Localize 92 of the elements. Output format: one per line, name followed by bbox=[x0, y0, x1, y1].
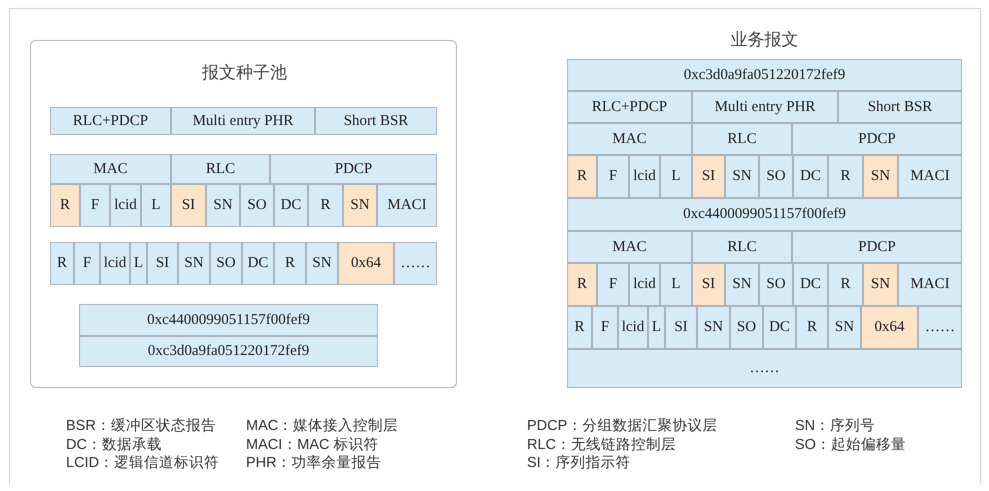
packet-field: F bbox=[74, 242, 100, 285]
abbreviation-note: MAC：媒体接入控制层 bbox=[246, 417, 398, 435]
packet-field: SO bbox=[240, 184, 274, 227]
packet-field: lcid bbox=[618, 306, 648, 349]
packet-field: Multi entry PHR bbox=[171, 107, 315, 135]
packet-field: DC bbox=[793, 155, 828, 198]
packet-field: Short BSR bbox=[315, 107, 437, 135]
packet-field: DC bbox=[274, 184, 308, 227]
packet-field: SN bbox=[178, 242, 210, 285]
packet-field: MACI bbox=[898, 155, 962, 198]
abbreviation-note: PHR：功率余量报告 bbox=[246, 454, 382, 472]
packet-field: F bbox=[592, 306, 618, 349]
packet-field: …… bbox=[567, 349, 962, 388]
packet-field: RLC+PDCP bbox=[567, 91, 692, 123]
packet-field: lcid bbox=[110, 184, 141, 227]
seed-pool-panel bbox=[30, 40, 457, 388]
packet-field: 0xc3d0a9fa051220172fef9 bbox=[79, 336, 378, 367]
abbreviation-note: SO：起始偏移量 bbox=[795, 436, 906, 454]
packet-field: SO bbox=[759, 155, 793, 198]
packet-field: R bbox=[50, 184, 80, 227]
packet-field: R bbox=[50, 242, 74, 285]
packet-field: SN bbox=[863, 155, 898, 198]
packet-field: F bbox=[597, 155, 629, 198]
packet-field: MACI bbox=[377, 184, 437, 227]
packet-field: MAC bbox=[50, 154, 171, 184]
packet-field: 0x64 bbox=[861, 306, 918, 349]
packet-field: L bbox=[660, 155, 692, 198]
packet-field: SN bbox=[343, 184, 377, 227]
packet-field: Multi entry PHR bbox=[692, 91, 838, 123]
packet-field: 0xc4400099051157f00fef9 bbox=[567, 198, 962, 231]
abbreviation-note: BSR：缓冲区状态报告 bbox=[66, 417, 216, 435]
packet-field: 0xc4400099051157f00fef9 bbox=[79, 304, 378, 336]
packet-field: R bbox=[567, 263, 597, 306]
abbreviation-note: LCID：逻辑信道标识符 bbox=[66, 454, 220, 472]
abbreviation-note: SN：序列号 bbox=[795, 417, 876, 435]
packet-field: R bbox=[828, 263, 863, 306]
packet-field: SN bbox=[725, 263, 759, 306]
packet-field: RLC bbox=[692, 123, 792, 155]
packet-field: SN bbox=[828, 306, 861, 349]
packet-field: MAC bbox=[567, 231, 692, 263]
packet-field: SI bbox=[692, 155, 725, 198]
packet-field: SO bbox=[730, 306, 763, 349]
packet-field: SO bbox=[210, 242, 242, 285]
packet-field: SI bbox=[147, 242, 178, 285]
packet-field: SN bbox=[306, 242, 338, 285]
packet-field: SO bbox=[759, 263, 793, 306]
packet-field: SN bbox=[697, 306, 730, 349]
packet-field: SN bbox=[725, 155, 759, 198]
packet-field: SI bbox=[665, 306, 697, 349]
packet-field: DC bbox=[793, 263, 828, 306]
packet-field: RLC bbox=[171, 154, 270, 184]
packet-field: SI bbox=[171, 184, 206, 227]
packet-field: RLC+PDCP bbox=[50, 107, 171, 135]
packet-field: lcid bbox=[629, 155, 660, 198]
message-table bbox=[567, 28, 962, 388]
packet-field: L bbox=[648, 306, 665, 349]
packet-field: R bbox=[308, 184, 343, 227]
packet-field: DC bbox=[242, 242, 274, 285]
packet-field: PDCP bbox=[270, 154, 437, 184]
panel-heading: 报文种子池 bbox=[201, 62, 288, 84]
abbreviation-note: MACI：MAC 标识符 bbox=[246, 436, 378, 454]
packet-field: MAC bbox=[567, 123, 692, 155]
packet-field: 0xc3d0a9fa051220172fef9 bbox=[567, 59, 962, 91]
packet-field: L bbox=[141, 184, 171, 227]
packet-field: SN bbox=[863, 263, 898, 306]
packet-field: …… bbox=[394, 242, 437, 285]
packet-field: SN bbox=[206, 184, 240, 227]
packet-field: L bbox=[660, 263, 692, 306]
packet-field: L bbox=[130, 242, 147, 285]
packet-field: …… bbox=[918, 306, 962, 349]
packet-field: F bbox=[597, 263, 629, 306]
panel-heading: 业务报文 bbox=[730, 29, 800, 51]
packet-field: PDCP bbox=[792, 123, 962, 155]
packet-field: lcid bbox=[100, 242, 130, 285]
packet-field: R bbox=[567, 306, 592, 349]
packet-field: MACI bbox=[898, 263, 962, 306]
packet-field: Short BSR bbox=[838, 91, 962, 123]
packet-field: DC bbox=[763, 306, 796, 349]
packet-field: R bbox=[274, 242, 306, 285]
packet-field: 0x64 bbox=[338, 242, 394, 285]
packet-field: R bbox=[567, 155, 597, 198]
packet-field: lcid bbox=[629, 263, 660, 306]
packet-field: RLC bbox=[692, 231, 792, 263]
abbreviation-note: PDCP：分组数据汇聚协议层 bbox=[527, 416, 718, 435]
packet-field: SI bbox=[692, 263, 725, 306]
packet-field: F bbox=[80, 184, 110, 227]
abbreviation-note: DC：数据承载 bbox=[66, 436, 162, 454]
packet-field: PDCP bbox=[792, 231, 962, 263]
abbreviation-note: RLC：无线链路控制层 bbox=[527, 436, 676, 454]
abbreviation-note: SI：序列指示符 bbox=[527, 454, 631, 472]
packet-field: R bbox=[796, 306, 828, 349]
packet-field: R bbox=[828, 155, 863, 198]
